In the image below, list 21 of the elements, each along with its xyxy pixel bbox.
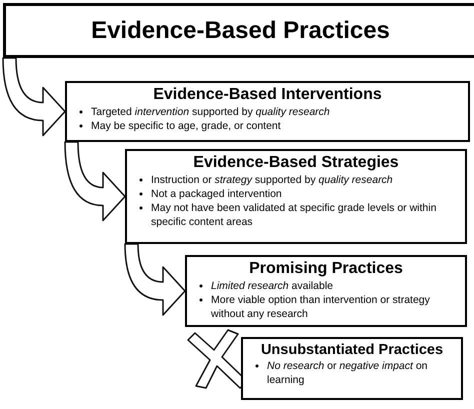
box-heading: Unsubstantiated Practices bbox=[260, 341, 444, 360]
bullet-text: May be specific to age, grade, or content bbox=[91, 119, 281, 133]
bullet-text: More viable option than intervention or strategy without any research bbox=[211, 293, 431, 321]
category-box bbox=[125, 149, 467, 244]
curved-block-arrow bbox=[2, 57, 66, 136]
box-heading: Evidence-Based Strategies bbox=[192, 153, 400, 173]
bullet-text: Not a packaged intervention bbox=[151, 187, 282, 201]
title-box bbox=[3, 3, 474, 58]
bullet-text: Limited research available bbox=[211, 279, 333, 293]
bullet-text: No research or negative impact on learning bbox=[267, 359, 429, 388]
box-heading: Promising Practices bbox=[248, 259, 404, 279]
box-heading: Evidence-Based Practices bbox=[91, 16, 390, 46]
curved-block-arrow bbox=[124, 243, 186, 316]
curved-block-arrow bbox=[64, 141, 126, 222]
category-box bbox=[65, 81, 470, 142]
bullet-text: Instruction or strategy supported by quality research bbox=[151, 173, 393, 187]
category-box bbox=[241, 337, 463, 400]
bullet-text: Targeted intervention supported by quality research bbox=[91, 105, 330, 119]
box-heading: Evidence-Based Interventions bbox=[152, 85, 383, 105]
category-box bbox=[185, 255, 467, 327]
bullet-text: May not have been validated at specific grade levels or within specific content areas bbox=[151, 201, 438, 229]
